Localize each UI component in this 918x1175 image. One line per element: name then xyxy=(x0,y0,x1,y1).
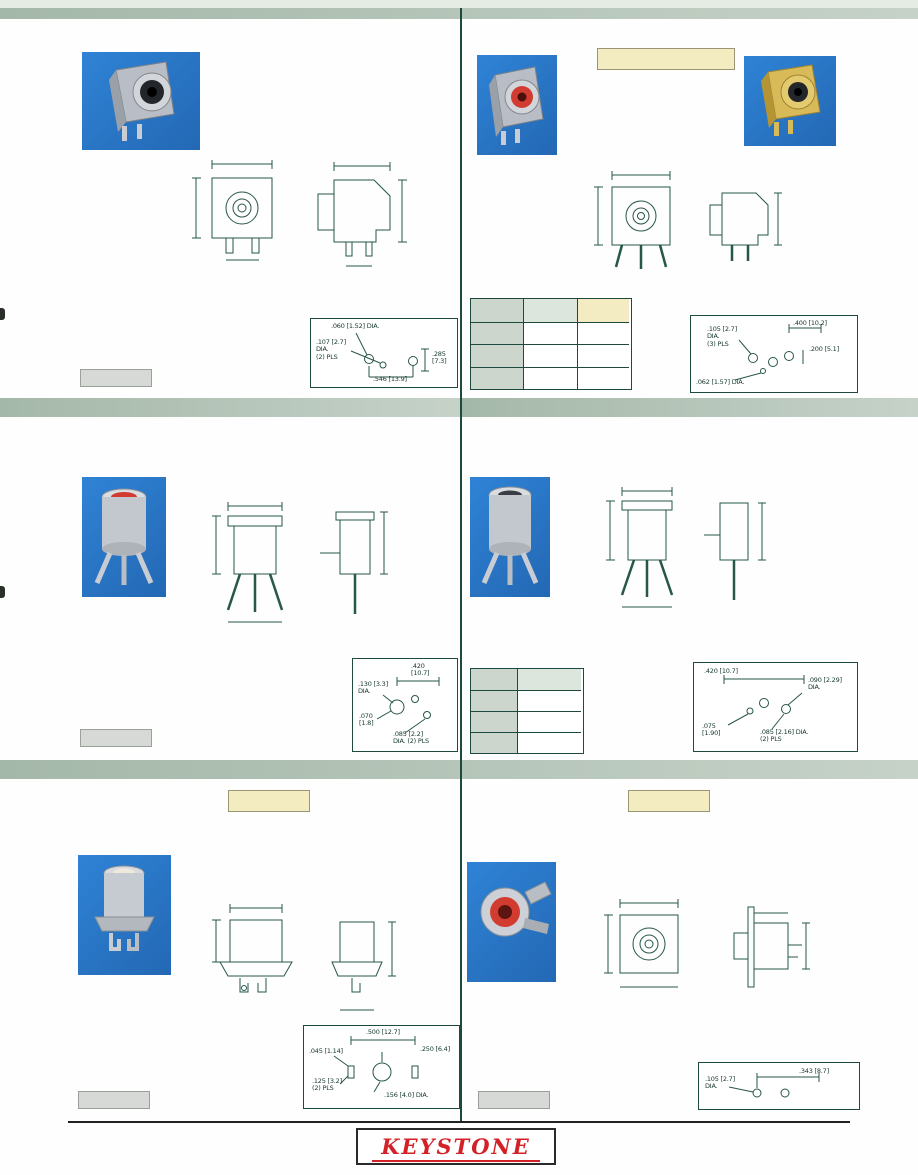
hole-pattern-callout-s5: .045 [1.14] .500 [12.7] .250 [6.4] .125 … xyxy=(303,1025,460,1109)
product-photo-flanged-jack-white xyxy=(78,855,171,975)
section-bar-row3 xyxy=(0,760,918,779)
table-cell xyxy=(523,321,577,344)
hole-pattern-drawing xyxy=(333,1036,419,1093)
keystone-logo-underline xyxy=(371,1160,541,1162)
dim-label: .075 [1.90] xyxy=(702,722,721,738)
table-cell xyxy=(523,366,577,389)
table-cell xyxy=(471,321,523,344)
dim-label: .250 [6.4] xyxy=(420,1045,450,1053)
hole-pattern-callout-s1: .060 [1.52] DIA. .107 [2.7] DIA. (2) PLS… xyxy=(310,318,458,388)
product-photo-right-angle-jack-red xyxy=(477,55,557,155)
table-header-cell xyxy=(471,299,523,322)
table-header-cell xyxy=(517,669,581,690)
technical-drawing-s1 xyxy=(192,160,407,267)
rca-jack-image xyxy=(94,865,155,951)
keystone-logo: KEYSTONE xyxy=(356,1128,556,1165)
part-number-box-s3 xyxy=(80,729,152,747)
dim-label: .062 [1.57] DIA. xyxy=(696,378,745,386)
dim-label: .107 [2.7] DIA. (2) PLS xyxy=(316,338,346,361)
technical-drawing-s6 xyxy=(604,899,810,988)
table-cell xyxy=(517,711,581,732)
page-margin-strip xyxy=(0,0,918,8)
product-photo-right-angle-jack-black xyxy=(82,52,200,150)
dim-label: .085 [2.16] DIA. (2) PLS xyxy=(760,728,809,744)
rca-jack-image xyxy=(480,881,552,937)
dim-label: .156 [4.0] DIA. xyxy=(384,1091,429,1099)
technical-drawing-s4 xyxy=(606,487,766,608)
table-cell xyxy=(471,690,517,711)
technical-drawing-s3 xyxy=(212,502,388,623)
part-number-box-s5 xyxy=(78,1091,150,1109)
hole-pattern-callout-s6: .105 [2.7] DIA. .343 [8.7] xyxy=(698,1062,860,1110)
dim-label: .105 [2.7] DIA. xyxy=(705,1075,735,1091)
hole-pattern-callout-s4: .420 [10.7] .090 [2.29] DIA. .075 [1.90]… xyxy=(693,662,858,752)
hole-pattern-callout-s3: .420 [10.7] .130 [3.3] DIA. .070 [1.8] .… xyxy=(352,658,458,752)
rca-jack-image xyxy=(489,66,544,145)
table-cell xyxy=(471,732,517,753)
hole-pattern-drawing xyxy=(728,1073,820,1098)
table-cell xyxy=(471,366,523,389)
dim-label: .420 [10.7] xyxy=(704,667,738,675)
dim-label: .060 [1.52] DIA. xyxy=(331,322,380,330)
color-option-table-s4 xyxy=(470,668,584,754)
hole-pattern-drawing xyxy=(376,677,440,734)
column-divider-rule xyxy=(460,8,462,1121)
highlight-tag-s6 xyxy=(628,790,710,812)
product-photo-vertical-jack-red xyxy=(82,477,166,597)
hole-pattern-drawing xyxy=(723,675,805,730)
rca-jack-image xyxy=(761,64,821,136)
product-photo-vertical-jack-silver xyxy=(470,477,550,597)
highlight-tag-s5 xyxy=(228,790,310,812)
dim-label: .085 [2.2] DIA. (2) PLS xyxy=(393,730,429,746)
table-cell xyxy=(523,344,577,367)
dim-label: .400 [10.2] xyxy=(793,319,827,327)
dim-label: .105 [2.7] DIA. (3) PLS xyxy=(707,325,737,348)
section-bar-row2-right xyxy=(462,398,918,417)
rca-jack-image xyxy=(481,486,539,585)
table-cell xyxy=(517,732,581,753)
technical-drawing-s5 xyxy=(212,904,396,1011)
table-cell xyxy=(471,344,523,367)
dim-label: .500 [12.7] xyxy=(366,1028,400,1036)
hole-pattern-callout-s2: .105 [2.7] DIA. (3) PLS .400 [10.2] .200… xyxy=(690,315,858,393)
dim-label: .200 [5.1] xyxy=(809,345,839,353)
dim-label: .343 [8.7] xyxy=(799,1067,829,1075)
dim-label: .285 [7.3] xyxy=(432,350,447,366)
dim-label: .045 [1.14] xyxy=(309,1047,343,1055)
dim-label: .070 [1.8] xyxy=(359,712,374,728)
table-header-cell xyxy=(471,669,517,690)
dim-label: .130 [3.3] DIA. xyxy=(358,680,388,696)
edge-mark xyxy=(0,586,5,598)
keystone-logo-text: KEYSTONE xyxy=(381,1134,531,1159)
edge-mark xyxy=(0,308,5,320)
highlight-tag-s2 xyxy=(597,48,735,70)
part-number-box-s1 xyxy=(80,369,152,387)
table-header-cell xyxy=(523,299,577,322)
color-option-table-s2 xyxy=(470,298,632,390)
dim-label: .090 [2.29] DIA. xyxy=(808,676,842,692)
hole-pattern-drawing xyxy=(734,324,822,381)
part-number-box-s6 xyxy=(478,1091,550,1109)
hole-pattern-drawing xyxy=(350,332,429,378)
table-cell xyxy=(577,366,629,389)
technical-drawing-s2 xyxy=(594,171,782,269)
table-cell xyxy=(517,690,581,711)
dim-label: .546 [13.9] xyxy=(373,375,407,383)
product-photo-right-angle-jack-gold xyxy=(744,56,836,146)
table-cell xyxy=(577,321,629,344)
dim-label: .125 [3.2] (2) PLS xyxy=(312,1077,342,1093)
section-bar-row2-left xyxy=(0,398,460,417)
product-photo-panel-jack-red xyxy=(467,862,556,982)
rca-jack-image xyxy=(109,61,175,141)
table-cell xyxy=(471,711,517,732)
dim-label: .420 [10.7] xyxy=(411,662,430,678)
section-bar-row1 xyxy=(0,8,918,19)
footer-rule xyxy=(68,1121,850,1123)
rca-jack-image xyxy=(94,488,154,585)
table-cell xyxy=(577,344,629,367)
table-header-cell xyxy=(577,299,629,322)
